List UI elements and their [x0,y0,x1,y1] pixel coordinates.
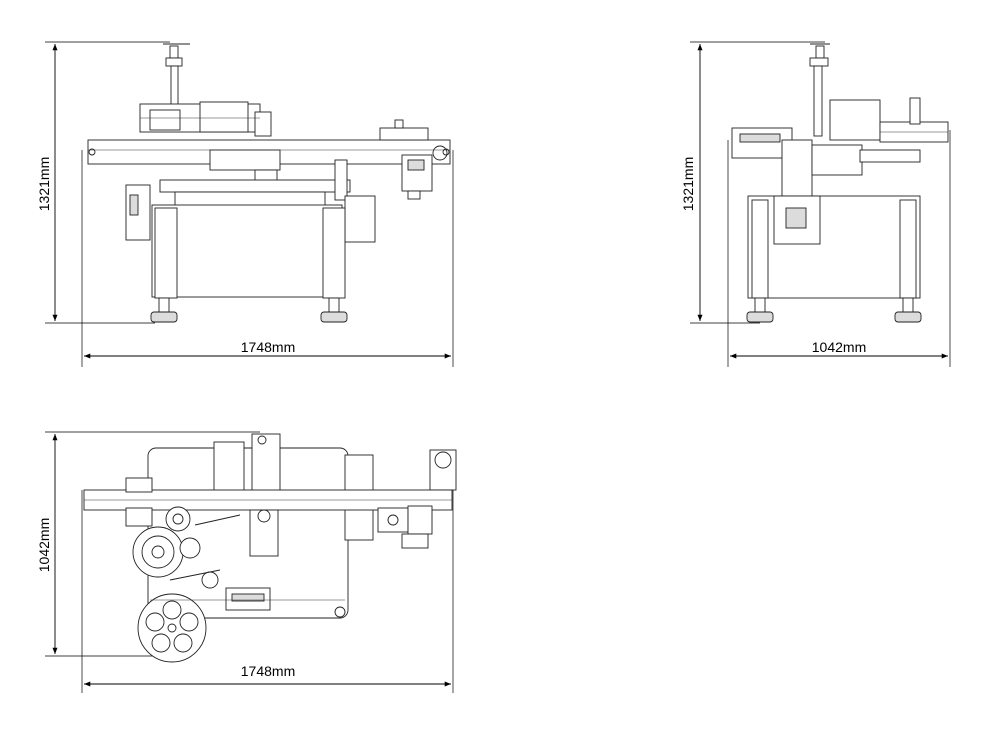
top-height-dimension: 1042mm [36,431,260,657]
front-machine [87,43,451,323]
top-machine [83,433,457,663]
top-height-label: 1042mm [36,518,52,572]
top-view: 1042mm 1748mm [36,431,457,693]
side-height-dimension: 1321mm [680,41,825,324]
front-view: 1321mm 1748mm [36,41,454,367]
front-width-dimension: 1748mm [81,150,454,367]
side-view: 1321mm 1042mm [680,41,951,367]
side-width-dimension: 1042mm [727,130,951,367]
side-machine [731,43,949,323]
front-height-label: 1321mm [36,157,52,211]
top-width-label: 1748mm [241,663,295,679]
front-width-label: 1748mm [241,339,295,355]
side-height-label: 1321mm [680,157,696,211]
front-height-dimension: 1321mm [36,41,170,324]
side-width-label: 1042mm [812,339,866,355]
top-width-dimension: 1748mm [81,490,454,693]
